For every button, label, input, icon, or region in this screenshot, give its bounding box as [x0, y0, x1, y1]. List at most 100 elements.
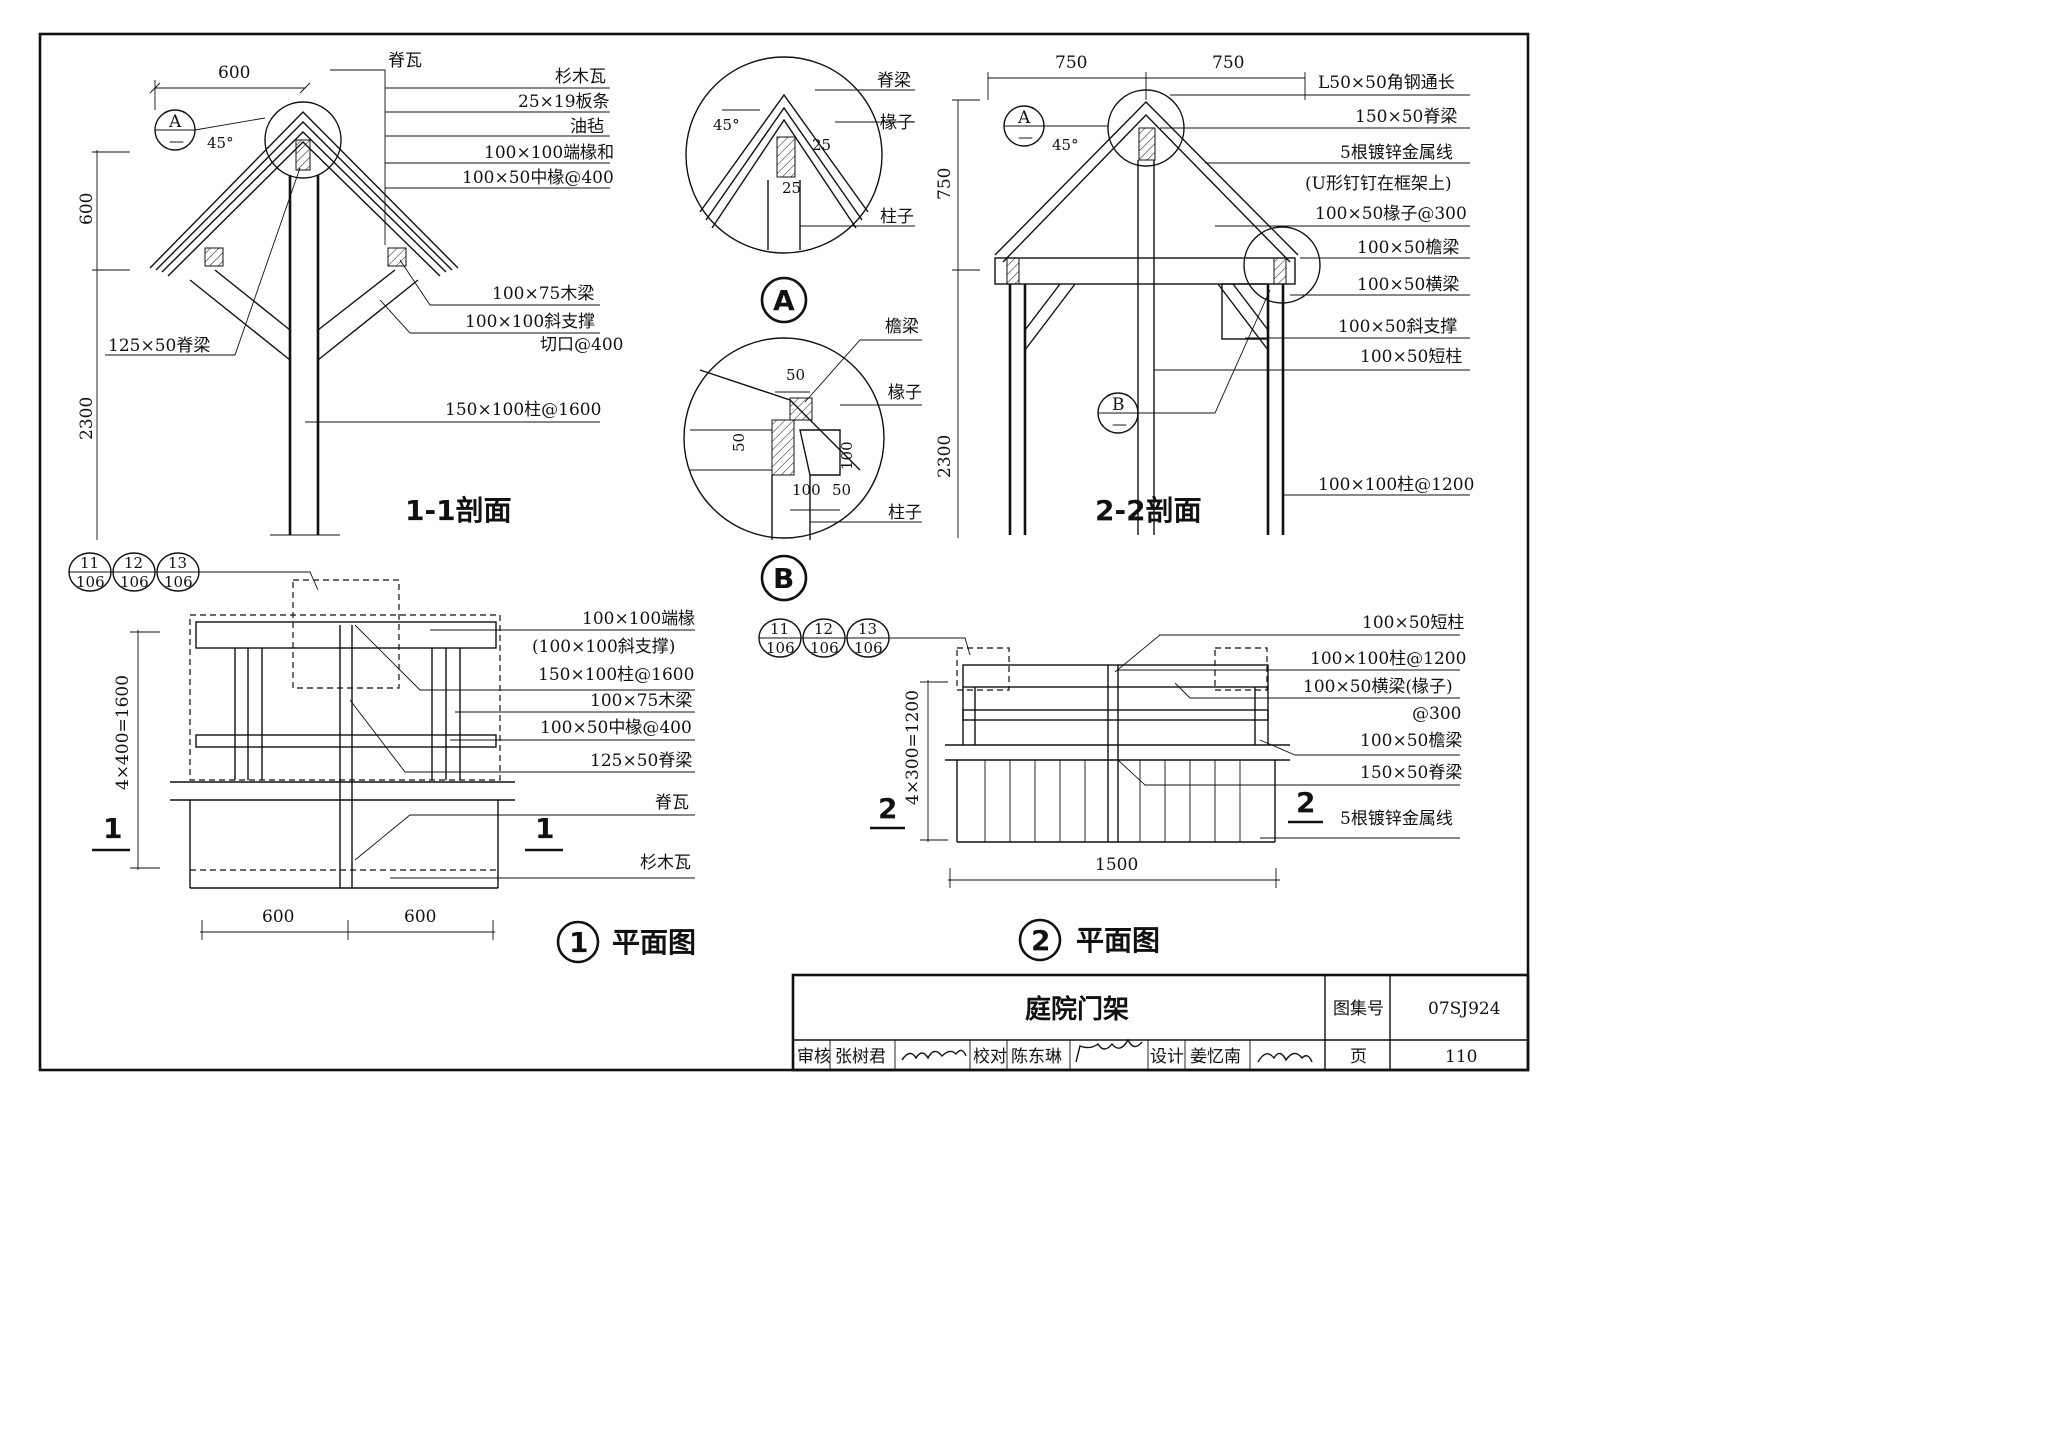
plan-1-ref-2-top: 12: [124, 554, 143, 572]
section-2-angle: 45°: [1052, 136, 1079, 154]
label-u-nail: (U形钉钉在框架上): [1305, 174, 1452, 194]
dim-750-b: 750: [1212, 53, 1244, 73]
plan-1-refs: 11 106 12 106 13 106: [68, 552, 319, 592]
label-column-1200: 100×100柱@1200: [1318, 475, 1474, 495]
plan-2: 11 106 12 106 13 106: [758, 613, 1466, 962]
plan-2-title: 平面图: [1076, 924, 1160, 957]
plan-2-ref-2-bottom: 106: [810, 639, 839, 657]
detail-b-dim-bottom-2: 50: [832, 481, 851, 499]
plan-2-ref-3-top: 13: [858, 620, 877, 638]
section-2-ref-b-letter: B: [1112, 395, 1125, 415]
detail-a-ridge-beam: 脊梁: [877, 71, 911, 91]
plan-2-dim-vert: 4×300=1200: [903, 690, 923, 805]
plan-2-cut-left: 2: [878, 792, 897, 825]
label-eave-beam: 100×50檐梁: [1357, 238, 1459, 258]
plan-1-ref-2-bottom: 106: [120, 573, 149, 591]
label-batten: 25×19板条: [518, 92, 610, 112]
plan-2-cut-right: 2: [1296, 786, 1315, 819]
plan-2-rafters: [984, 760, 1241, 842]
plan-2-label-column: 100×100柱@1200: [1310, 649, 1466, 669]
label-rafter-300: 100×50椽子@300: [1315, 204, 1467, 224]
dim-750-a: 750: [1055, 53, 1087, 73]
sheet-border: [38, 32, 1530, 1072]
angle-45: 45°: [207, 134, 234, 152]
label-fir-tile: 杉木瓦: [555, 67, 606, 87]
checker-name: 陈东琳: [1011, 1047, 1062, 1067]
plan-2-label-eave-beam: 100×50檐梁: [1360, 731, 1462, 751]
detail-b-dim-top: 50: [786, 366, 805, 384]
plan-1-dim-vert: 4×400=1600: [113, 675, 133, 790]
label-wires: 5根镀锌金属线: [1340, 143, 1453, 163]
label-column: 150×100柱@1600: [445, 400, 601, 420]
label-angle-steel: L50×50角钢通长: [1318, 73, 1455, 93]
detail-ref-a-sub: —: [169, 132, 184, 150]
detail-a-dim-1: 25: [782, 179, 801, 197]
plan-1-ref-3-top: 13: [168, 554, 187, 572]
dim-600-top: 600: [218, 63, 250, 83]
detail-a-rafter: 椽子: [880, 113, 914, 133]
plan-1-title: 平面图: [612, 926, 696, 959]
detail-b-rafter: 椽子: [888, 383, 922, 403]
review-label: 审核: [797, 1047, 831, 1067]
detail-a-title: A: [773, 284, 795, 317]
section-2-ref-a-sub: —: [1018, 128, 1033, 146]
label-brace: 100×100斜支撑: [465, 312, 595, 332]
label-cross-beam: 100×50横梁: [1357, 275, 1459, 295]
plan-1-label-brace: (100×100斜支撑): [532, 637, 675, 657]
detail-a: 45° 25 25 脊梁 椽子 柱子 A: [685, 56, 915, 324]
dim-2300-left: 2300: [77, 397, 97, 440]
designer-name: 姜忆南: [1190, 1047, 1241, 1067]
dim-2300-right: 2300: [935, 435, 955, 478]
title-block: 庭院门架 图集号 07SJ924 页 110 审核 张树君 校对 陈东琳 设计 …: [791, 973, 1530, 1072]
plan-1-cut-right: 1: [535, 812, 554, 845]
page-number: 110: [1445, 1047, 1477, 1067]
detail-a-column: 柱子: [880, 207, 914, 227]
label-ridge-150: 150×50脊梁: [1355, 107, 1457, 127]
plan-2-label-cross-beam: 100×50横梁(椽子): [1303, 677, 1453, 697]
section-1-1: 600 600 2300 A — 45°: [77, 51, 623, 540]
plan-1-dim-600-b: 600: [404, 907, 436, 927]
detail-a-angle: 45°: [713, 116, 740, 134]
plan-1-dim-600-a: 600: [262, 907, 294, 927]
section-2-2: 750 750 750 2300 A — 45°: [935, 53, 1474, 538]
atlas-label: 图集号: [1333, 999, 1384, 1019]
atlas-number: 07SJ924: [1428, 999, 1501, 1019]
plan-1-cut-left: 1: [103, 812, 122, 845]
section-2-ref-b-sub: —: [1112, 415, 1127, 433]
label-notch: 切口@400: [540, 335, 623, 355]
plan-1-label-ridge-beam: 125×50脊梁: [590, 751, 692, 771]
design-label: 设计: [1150, 1047, 1184, 1067]
label-diag-brace: 100×50斜支撑: [1338, 317, 1457, 337]
plan-1-number: 1: [569, 926, 588, 959]
plan-2-refs: 11 106 12 106 13 106: [758, 618, 971, 658]
plan-2-label-ridge-beam: 150×50脊梁: [1360, 763, 1462, 783]
detail-b-dim-right: 100: [838, 441, 856, 470]
checker-signature: [1075, 1038, 1143, 1063]
detail-b-dim-bottom-1: 100: [792, 481, 821, 499]
designer-signature: [1257, 1052, 1313, 1063]
label-ridge-beam: 125×50脊梁: [108, 336, 210, 356]
label-wood-beam: 100×75木梁: [492, 284, 594, 304]
detail-b-dim-left: 50: [730, 433, 748, 452]
plan-2-ref-1-top: 11: [770, 620, 789, 638]
detail-ref-a-letter: A: [168, 112, 182, 132]
plan-1-label-fir-tile: 杉木瓦: [640, 853, 691, 873]
check-label: 校对: [973, 1047, 1007, 1067]
plan-1-ref-1-top: 11: [80, 554, 99, 572]
drawing-title: 庭院门架: [1025, 994, 1129, 1025]
detail-a-dim-2: 25: [812, 136, 831, 154]
section-2-2-title: 2-2剖面: [1095, 494, 1202, 527]
plan-2-ref-3-bottom: 106: [854, 639, 883, 657]
plan-1-ref-1-bottom: 106: [76, 573, 105, 591]
drawing-sheet: 600 600 2300 A — 45°: [38, 32, 1530, 1072]
plan-2-ref-2-top: 12: [814, 620, 833, 638]
plan-1-ref-3-bottom: 106: [164, 573, 193, 591]
section-2-ref-a-letter: A: [1017, 108, 1031, 128]
label-ridge-tile: 脊瓦: [388, 51, 422, 71]
dim-750-left: 750: [935, 168, 955, 200]
drawing-canvas: 600 600 2300 A — 45°: [38, 32, 1530, 1072]
label-felt: 油毡: [570, 117, 604, 137]
plan-2-label-spacing: @300: [1412, 704, 1461, 724]
reviewer-signature: [901, 1049, 967, 1061]
plan-2-label-short-post: 100×50短柱: [1362, 613, 1464, 633]
